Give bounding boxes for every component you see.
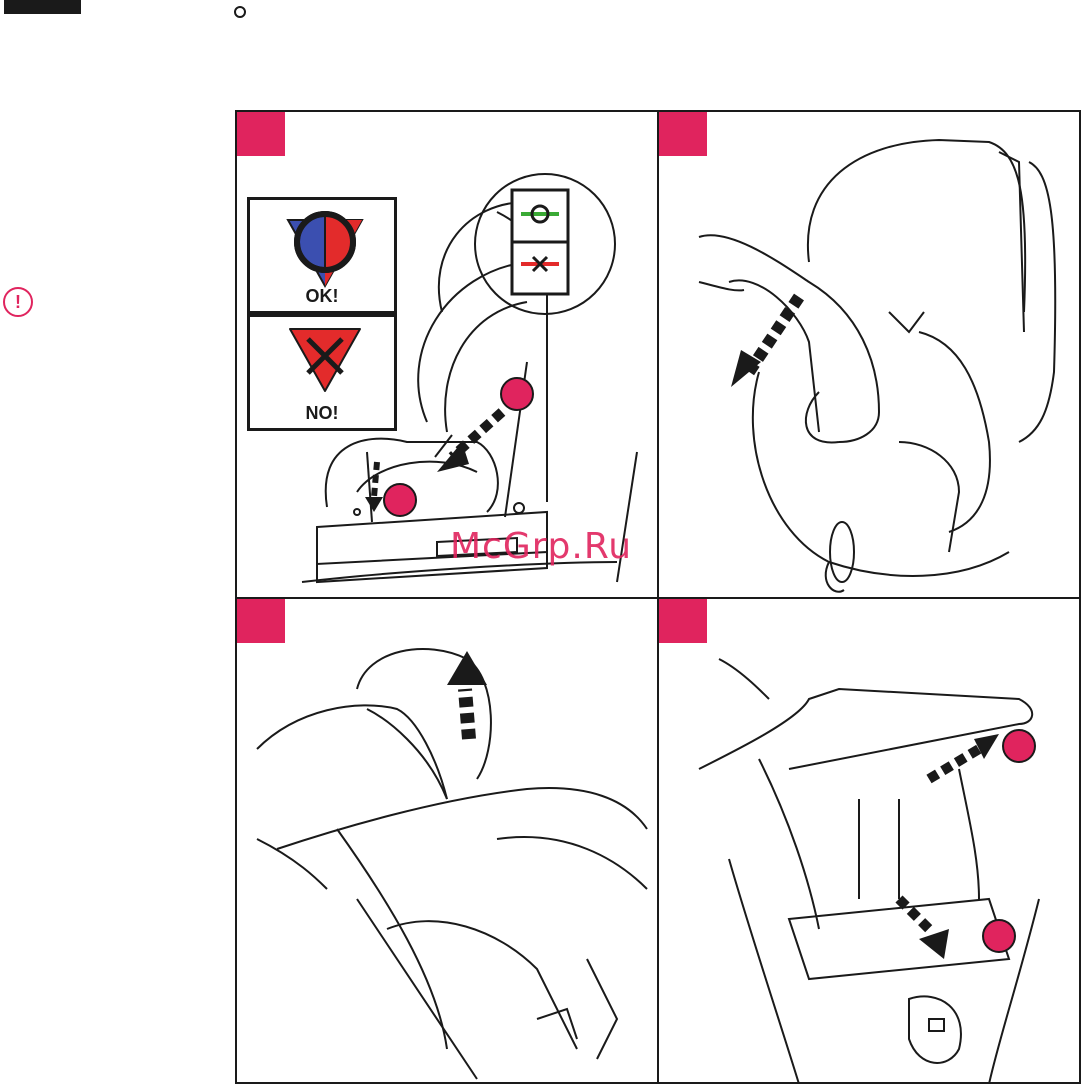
seat-pad-illustration — [659, 112, 1081, 599]
ok-status-box: OK! — [247, 197, 397, 314]
headrest-illustration — [237, 599, 659, 1084]
callout-dot — [1003, 730, 1035, 762]
no-status-box: NO! — [247, 314, 397, 431]
section-tab — [4, 0, 81, 14]
ring-bullet-icon — [234, 6, 246, 18]
callout-dot — [501, 378, 533, 410]
step-panel-3 — [235, 597, 659, 1084]
cushion-illustration — [659, 599, 1081, 1084]
ok-label: OK! — [250, 286, 394, 307]
callout-dot — [983, 920, 1015, 952]
no-label: NO! — [250, 403, 394, 424]
callout-dot — [384, 484, 416, 516]
illustration-grid: OK! NO! — [235, 110, 1081, 1084]
warning-glyph: ! — [15, 292, 21, 312]
warning-circle-icon: ! — [3, 287, 33, 317]
step-panel-4 — [657, 597, 1081, 1084]
step-panel-2 — [657, 110, 1081, 599]
watermark: McGrp.Ru — [450, 526, 632, 567]
